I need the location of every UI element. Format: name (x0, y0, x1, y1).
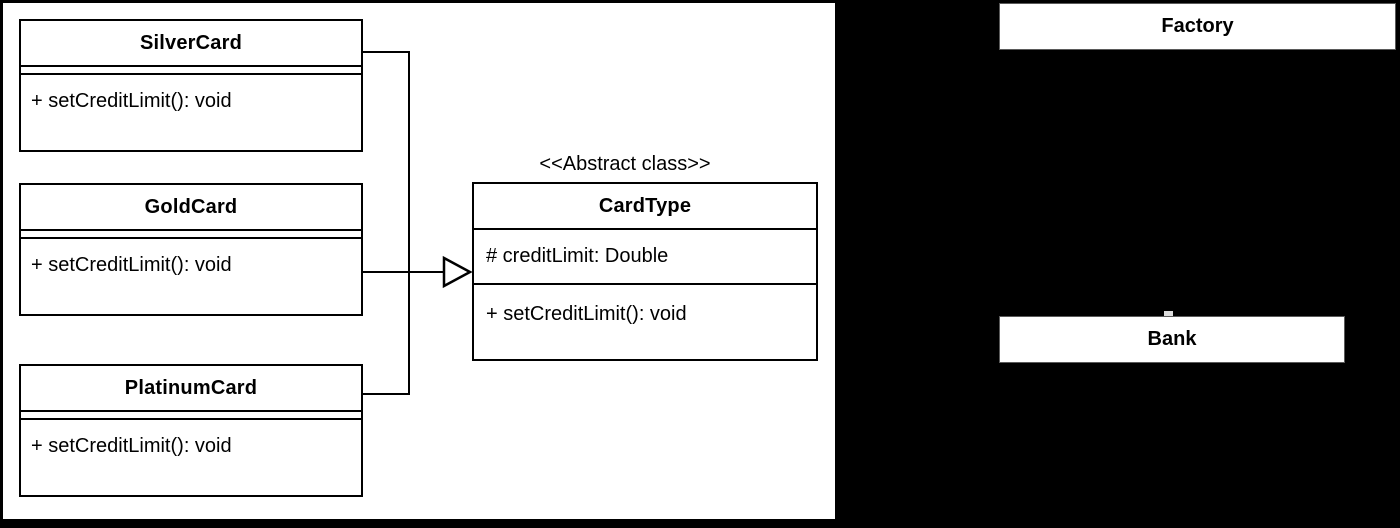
method-label: + setCreditLimit(): void (31, 254, 232, 276)
class-box-silvercard: SilverCard + setCreditLimit(): void (19, 19, 363, 152)
factory-title-box: Factory (999, 3, 1396, 50)
factory-label: Factory (1161, 15, 1234, 37)
class-name-platinumcard: PlatinumCard (21, 366, 361, 412)
attribute-label: # creditLimit: Double (486, 245, 669, 267)
bank-label: Bank (1147, 328, 1197, 350)
method-label: + setCreditLimit(): void (31, 435, 232, 457)
attributes-compartment-cardtype: # creditLimit: Double (474, 230, 816, 285)
class-box-cardtype: CardType # creditLimit: Double + setCred… (472, 182, 818, 361)
attributes-compartment-platinumcard (21, 412, 361, 420)
method-label: + setCreditLimit(): void (486, 303, 687, 325)
attributes-compartment-goldcard (21, 231, 361, 239)
methods-compartment-platinumcard: + setCreditLimit(): void (21, 420, 361, 458)
bank-title-box: Bank (999, 316, 1345, 363)
abstract-class-stereotype: <<Abstract class>> (539, 153, 711, 175)
attributes-compartment-silvercard (21, 67, 361, 75)
methods-compartment-silvercard: + setCreditLimit(): void (21, 75, 361, 113)
class-box-goldcard: GoldCard + setCreditLimit(): void (19, 183, 363, 316)
class-name-silvercard: SilverCard (21, 21, 361, 67)
method-label: + setCreditLimit(): void (31, 90, 232, 112)
connector-remnant-tick (1164, 311, 1173, 316)
methods-compartment-goldcard: + setCreditLimit(): void (21, 239, 361, 277)
class-box-platinumcard: PlatinumCard + setCreditLimit(): void (19, 364, 363, 497)
class-name-goldcard: GoldCard (21, 185, 361, 231)
methods-compartment-cardtype: + setCreditLimit(): void (474, 285, 816, 326)
class-name-cardtype: CardType (474, 184, 816, 230)
